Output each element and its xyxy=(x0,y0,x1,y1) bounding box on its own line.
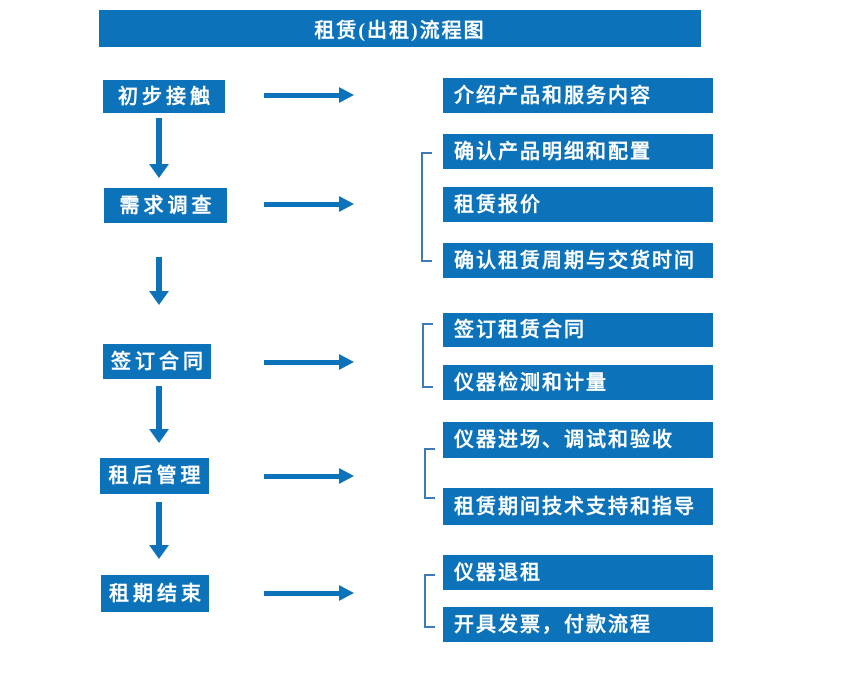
group-bracket-icon xyxy=(424,448,435,499)
detail-box-technical-support: 租赁期间技术支持和指导 xyxy=(443,488,713,525)
detail-box-sign-rental-contract: 签订租赁合同 xyxy=(443,313,713,347)
step-box-post-rental-management: 租后管理 xyxy=(100,458,209,494)
step-label: 签订合同 xyxy=(111,350,207,373)
step-label: 初步接触 xyxy=(118,85,214,108)
detail-label: 仪器检测和计量 xyxy=(454,371,608,394)
detail-label: 仪器退租 xyxy=(454,561,542,584)
detail-label: 签订租赁合同 xyxy=(454,319,586,341)
flowchart-title-text: 租赁(出租)流程图 xyxy=(314,20,486,42)
detail-box-invoice-payment: 开具发票，付款流程 xyxy=(443,607,713,642)
step-label: 需求调查 xyxy=(119,194,216,217)
group-bracket-icon xyxy=(421,152,432,262)
step-box-demand-survey: 需求调查 xyxy=(104,188,227,223)
step-label: 租后管理 xyxy=(108,465,205,487)
detail-label: 开具发票，付款流程 xyxy=(454,613,652,636)
group-bracket-icon xyxy=(424,574,435,628)
arrow-down-icon xyxy=(149,502,169,559)
arrow-right-icon xyxy=(264,87,354,103)
flowchart-title: 租赁(出租)流程图 xyxy=(99,10,701,47)
step-label: 租期结束 xyxy=(109,582,205,605)
detail-label: 仪器进场、调试和验收 xyxy=(454,429,674,451)
arrow-right-icon xyxy=(264,585,354,601)
detail-box-instrument-setup-acceptance: 仪器进场、调试和验收 xyxy=(443,422,713,458)
group-bracket-icon xyxy=(422,323,433,388)
detail-box-instrument-testing: 仪器检测和计量 xyxy=(443,365,713,400)
arrow-down-icon xyxy=(149,118,169,178)
detail-label: 租赁报价 xyxy=(454,193,542,216)
arrow-down-icon xyxy=(149,257,169,305)
arrow-right-icon xyxy=(264,354,354,370)
detail-box-introduce-products: 介绍产品和服务内容 xyxy=(443,78,713,113)
step-box-lease-end: 租期结束 xyxy=(101,575,209,612)
step-box-initial-contact: 初步接触 xyxy=(103,80,225,113)
detail-label: 介绍产品和服务内容 xyxy=(454,84,652,107)
detail-box-confirm-period-delivery: 确认租赁周期与交货时间 xyxy=(443,243,713,278)
detail-box-rental-quote: 租赁报价 xyxy=(443,187,713,222)
detail-box-confirm-product-config: 确认产品明细和配置 xyxy=(443,134,713,169)
detail-label: 租赁期间技术支持和指导 xyxy=(454,495,696,518)
detail-label: 确认租赁周期与交货时间 xyxy=(454,249,696,272)
arrow-right-icon xyxy=(264,196,354,212)
arrow-right-icon xyxy=(264,468,354,484)
step-box-sign-contract: 签订合同 xyxy=(103,344,211,379)
arrow-down-icon xyxy=(149,386,169,443)
detail-box-instrument-return: 仪器退租 xyxy=(443,555,713,590)
detail-label: 确认产品明细和配置 xyxy=(454,140,652,163)
